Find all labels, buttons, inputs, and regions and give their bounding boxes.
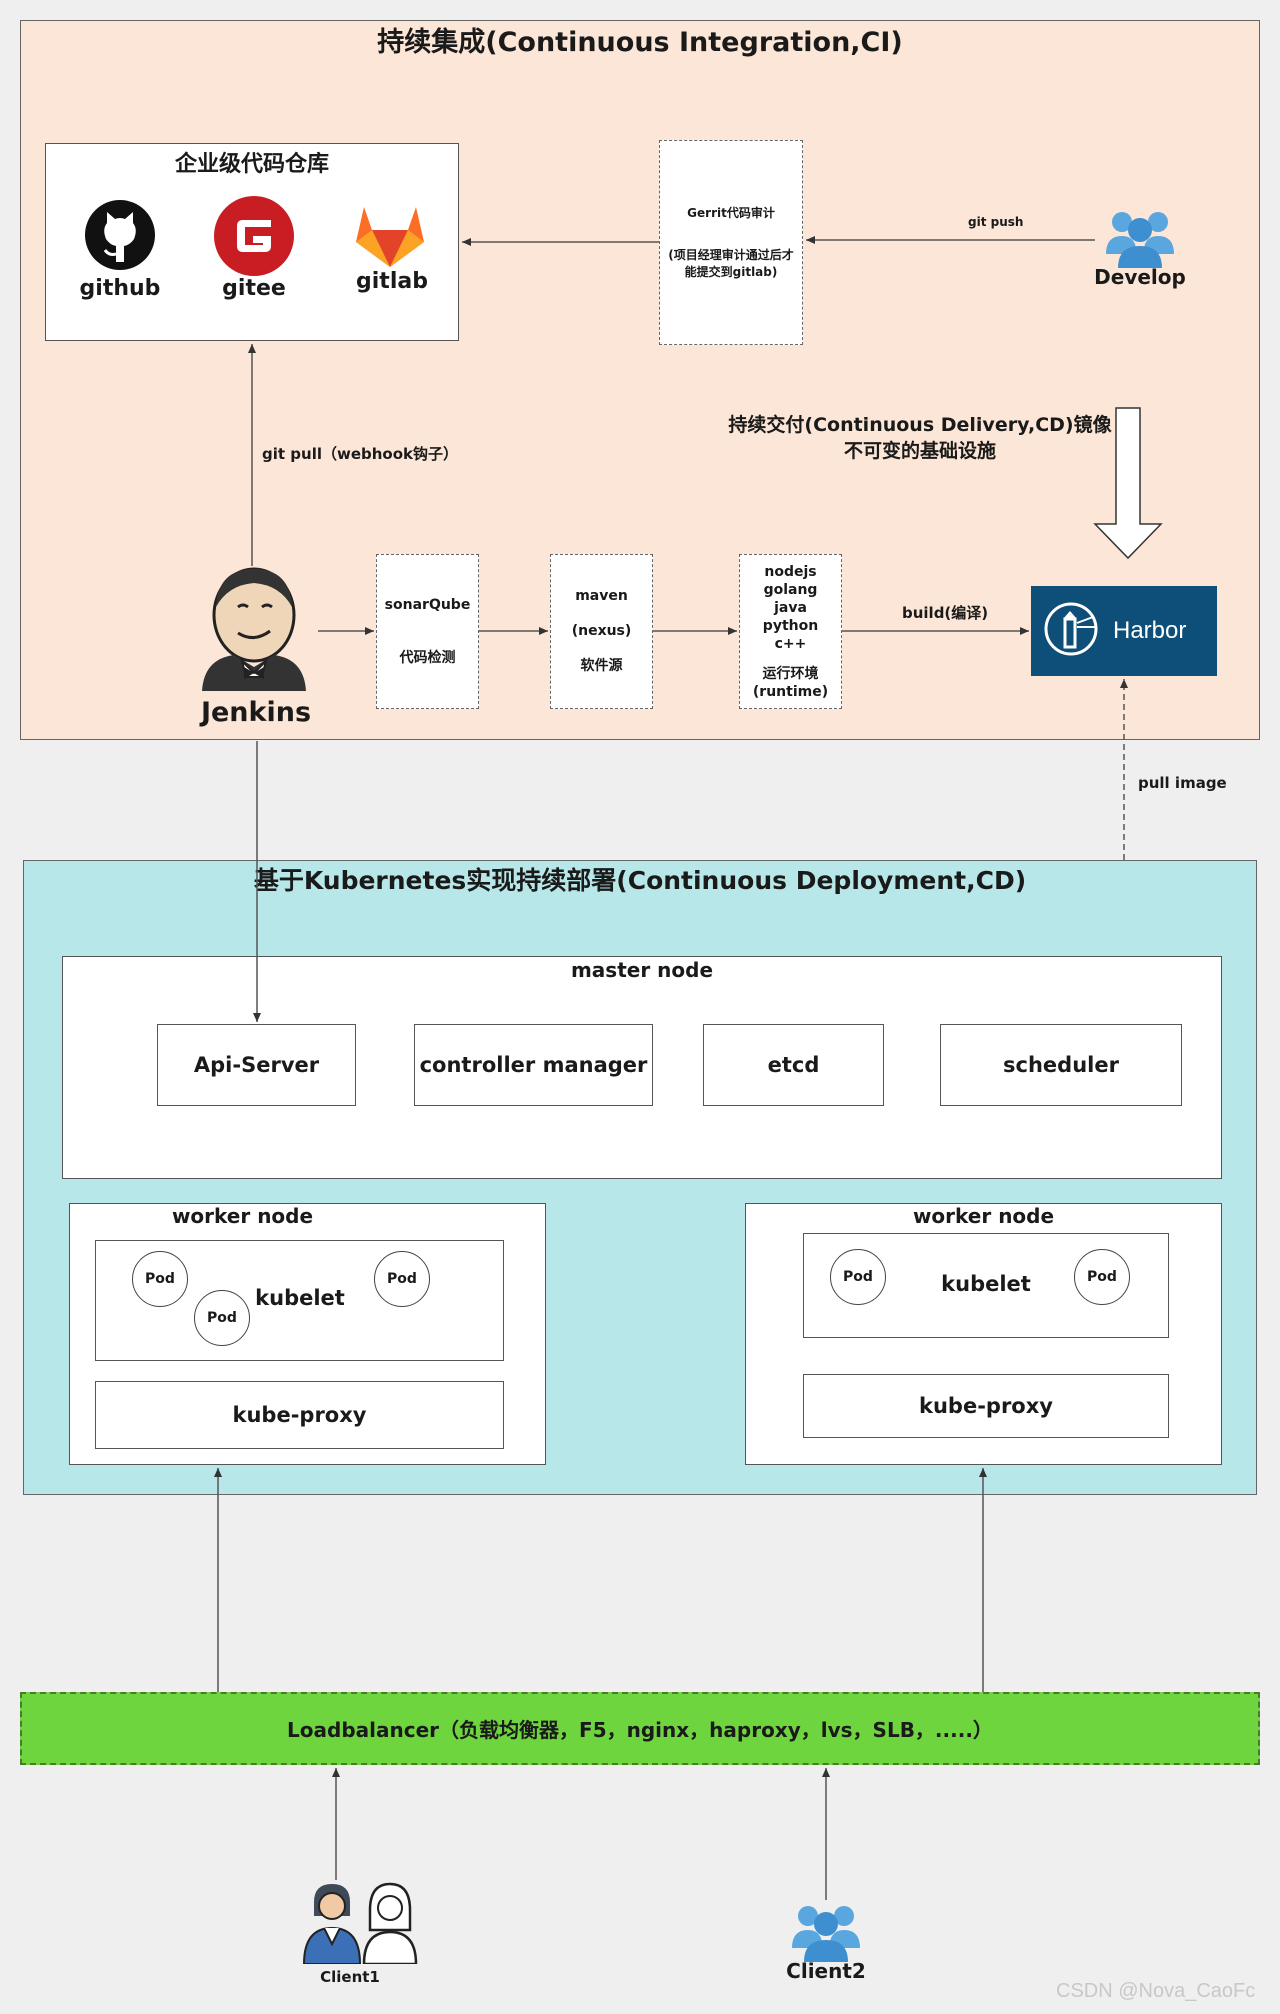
kube-proxy-box-1: kube-proxy <box>95 1381 504 1449</box>
runtime-box: nodejs golang java python c++ 运行环境 (runt… <box>739 554 842 709</box>
runtime-lang: nodejs <box>764 563 817 580</box>
gerrit-title: Gerrit代码审计 <box>687 206 775 221</box>
kubelet-label-2: kubelet <box>941 1272 1031 1296</box>
build-label: build(编译) <box>902 604 989 622</box>
maven-name: maven <box>575 588 628 605</box>
runtime-lang: python <box>762 617 819 634</box>
worker-node-2-title: worker node <box>912 1204 1055 1228</box>
developers-icon <box>1100 208 1180 270</box>
ci-title: 持续集成(Continuous Integration,CI) <box>377 27 903 58</box>
cd-delivery-title: 持续交付(Continuous Delivery,CD)镜像 不可变的基础设施 <box>720 412 1120 464</box>
cd-delivery-line2: 不可变的基础设施 <box>843 440 996 462</box>
github-icon <box>80 198 160 273</box>
runtime-sub: (runtime) <box>752 683 829 700</box>
runtime-lang: c++ <box>774 635 807 652</box>
pod: Pod <box>194 1290 250 1346</box>
master-node-title: master node <box>570 958 714 982</box>
maven-box: maven (nexus) 软件源 <box>550 554 653 709</box>
watermark: CSDN @Nova_CaoFc <box>1056 1980 1256 2002</box>
repo-title: 企业级代码仓库 <box>174 152 329 177</box>
harbor-label: Harbor <box>1113 617 1187 644</box>
worker-node-1-title: worker node <box>171 1204 314 1228</box>
develop-label: Develop <box>1094 265 1186 289</box>
k8s-title: 基于Kubernetes实现持续部署(Continuous Deployment… <box>253 866 1027 895</box>
harbor-logo-icon <box>1043 601 1099 661</box>
pod: Pod <box>1074 1249 1130 1305</box>
sonarqube-name: sonarQube <box>384 596 471 613</box>
harbor-box: Harbor <box>1031 586 1217 676</box>
gitlab-icon <box>354 205 426 269</box>
git-pull-label: git pull（webhook钩子） <box>262 445 459 463</box>
kube-proxy-box-2: kube-proxy <box>803 1374 1169 1438</box>
controller-manager-box: controller manager <box>414 1024 653 1106</box>
api-server-box: Api-Server <box>157 1024 356 1106</box>
runtime-lang: java <box>774 599 807 616</box>
sonarqube-desc: 代码检测 <box>399 649 456 666</box>
runtime-desc: 运行环境 <box>762 665 819 682</box>
gitee-label: gitee <box>222 276 286 301</box>
client2-people-icon <box>786 1902 866 1964</box>
pod: Pod <box>830 1249 886 1305</box>
gerrit-note: (项目经理审计通过后才能提交到gitlab) <box>668 248 794 279</box>
kubelet-label-1: kubelet <box>255 1286 345 1310</box>
jenkins-icon <box>194 563 312 691</box>
etcd-box: etcd <box>703 1024 884 1106</box>
loadbalancer-box: Loadbalancer（负载均衡器，F5，nginx，haproxy，lvs，… <box>20 1692 1260 1765</box>
cd-delivery-line1: 持续交付(Continuous Delivery,CD)镜像 <box>728 414 1112 436</box>
pod: Pod <box>374 1251 430 1307</box>
gerrit-box: Gerrit代码审计 (项目经理审计通过后才能提交到gitlab) <box>659 140 803 345</box>
maven-desc: 软件源 <box>580 657 623 674</box>
client1-people-icon <box>300 1880 418 1966</box>
loadbalancer-label: Loadbalancer（负载均衡器，F5，nginx，haproxy，lvs，… <box>287 1718 993 1742</box>
pull-image-label: pull image <box>1138 774 1227 792</box>
github-label: github <box>79 276 161 301</box>
git-push-label: git push <box>968 215 1024 229</box>
delivery-down-arrow <box>1093 407 1163 560</box>
jenkins-label: Jenkins <box>200 697 312 728</box>
scheduler-box: scheduler <box>940 1024 1182 1106</box>
client1-label: Client1 <box>320 1968 380 1986</box>
gitee-icon <box>213 195 295 277</box>
gitlab-label: gitlab <box>356 269 428 294</box>
maven-sub: (nexus) <box>571 623 632 640</box>
client2-label: Client2 <box>786 1959 866 1983</box>
pod: Pod <box>132 1251 188 1307</box>
sonarqube-box: sonarQube 代码检测 <box>376 554 479 709</box>
runtime-lang: golang <box>763 581 818 598</box>
